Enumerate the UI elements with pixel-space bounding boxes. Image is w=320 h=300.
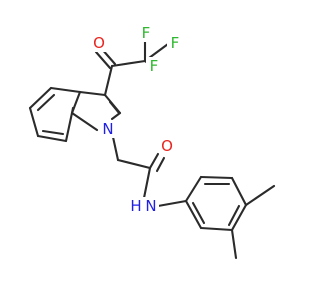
bond — [94, 50, 112, 70]
bond — [41, 129, 65, 136]
bond — [70, 106, 75, 115]
bond — [155, 156, 166, 173]
bond — [230, 176, 248, 207]
bond — [230, 203, 248, 232]
bond — [184, 199, 203, 230]
molecule-structure: O F F F N O N — [28, 24, 276, 260]
fluorine-right-atom: F — [167, 34, 183, 52]
bond — [64, 111, 74, 143]
oxygen-ketone-label: O — [93, 34, 105, 52]
bond — [191, 201, 206, 225]
bonds — [28, 40, 276, 260]
bond — [78, 90, 107, 97]
bond — [28, 86, 53, 110]
bond — [199, 175, 234, 180]
bond — [103, 64, 114, 97]
bond — [227, 204, 241, 227]
nitrogen-amide-label: N — [145, 197, 156, 215]
nitrogen-amide-atom: N — [143, 197, 159, 215]
nitrogen-indole-label: N — [102, 120, 113, 138]
hydrogen-amide-atom: H — [128, 197, 144, 215]
bond — [111, 135, 120, 162]
atoms: O F F F N O N — [91, 24, 183, 215]
fluorine-top-label: F — [142, 24, 151, 42]
hydrogen-amide-label: H — [130, 197, 141, 215]
bond — [110, 59, 147, 68]
oxygen-amide-label: O — [161, 137, 173, 155]
bond — [70, 111, 99, 132]
bond — [36, 93, 56, 112]
bond — [199, 226, 234, 232]
fluorine-lower-label: F — [150, 57, 159, 75]
oxygen-amide-atom: O — [159, 137, 175, 155]
bond — [49, 86, 82, 94]
fluorine-right-label: F — [171, 34, 180, 52]
bond — [244, 184, 276, 207]
bond — [184, 175, 203, 203]
bond — [156, 199, 188, 208]
molecule-diagram: O F F F N O N — [28, 24, 276, 260]
bond — [230, 228, 238, 260]
oxygen-ketone-atom: O — [91, 34, 107, 52]
fluorine-top-atom: F — [138, 24, 154, 42]
bond — [110, 111, 122, 121]
bond — [108, 100, 121, 115]
bond — [28, 106, 40, 138]
bond — [148, 152, 160, 170]
bond — [116, 158, 152, 170]
nitrogen-indole-atom: N — [99, 120, 117, 138]
bond — [142, 166, 152, 200]
fluorine-lower-atom: F — [146, 57, 162, 75]
bond — [36, 134, 68, 143]
